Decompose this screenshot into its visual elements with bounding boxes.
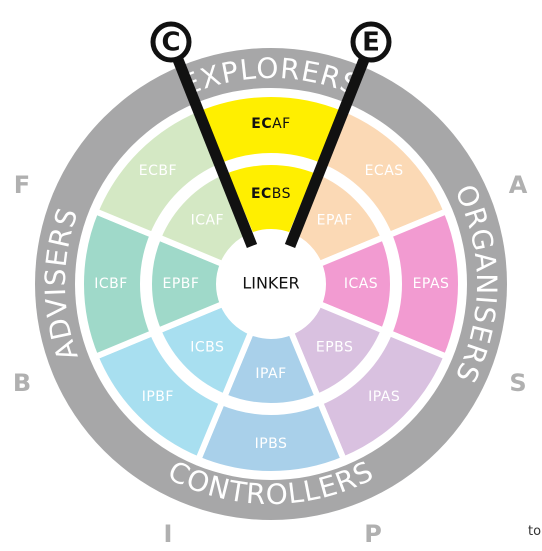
corner-text: to xyxy=(528,524,542,539)
marker-e-circle xyxy=(350,21,392,63)
side-letter-i: I xyxy=(164,520,173,548)
side-letter-p: P xyxy=(364,520,382,548)
outer-segment-label-epas: EPAS xyxy=(413,276,450,292)
inner-segment-label-icas: ICAS xyxy=(344,276,378,292)
inner-segment-label-epbf: EPBF xyxy=(163,276,200,292)
marker-c-line xyxy=(165,39,258,249)
marker-e-label: E xyxy=(362,28,380,58)
side-letters: F A B S I P xyxy=(13,171,528,548)
outer-segment-label-ecbf: ECBF xyxy=(139,163,177,179)
side-letter-b: B xyxy=(13,369,31,397)
side-letter-s: S xyxy=(509,369,526,397)
outer-segment-label-ipbs: IPBS xyxy=(255,436,288,452)
side-letter-a: A xyxy=(509,171,528,199)
outer-segment-label-ipas: IPAS xyxy=(368,389,400,405)
marker-c-circle xyxy=(150,21,192,63)
inner-segment-label-epbs: EPBS xyxy=(316,340,354,356)
side-letter-f: F xyxy=(14,171,30,199)
center-circle: LINKER xyxy=(225,238,317,330)
center-disc xyxy=(225,238,317,330)
center-label: LINKER xyxy=(242,274,299,293)
outer-segment-label-ipbf: IPBF xyxy=(142,389,174,405)
inner-segment-label-icaf: ICAF xyxy=(191,212,225,228)
inner-segment-label-icbs: ICBS xyxy=(190,340,224,356)
marker-c-label: C xyxy=(161,28,180,58)
outer-segment-label-ecaf: ECAF xyxy=(251,116,290,132)
inner-segment-label-epaf: EPAF xyxy=(317,212,353,228)
outer-segment-label-ecas: ECAS xyxy=(365,163,404,179)
outer-segment-label-icbf: ICBF xyxy=(94,276,128,292)
inner-segment-label-ecbs: ECBS xyxy=(251,186,291,202)
segment-layer: ECAF ECAS EPAS IPAS IPBS IPBF ICBF ECBF ECBS EPAF… xyxy=(78,91,464,477)
marker-e-line xyxy=(284,39,377,249)
inner-segment-label-ipaf: IPAF xyxy=(255,366,286,382)
